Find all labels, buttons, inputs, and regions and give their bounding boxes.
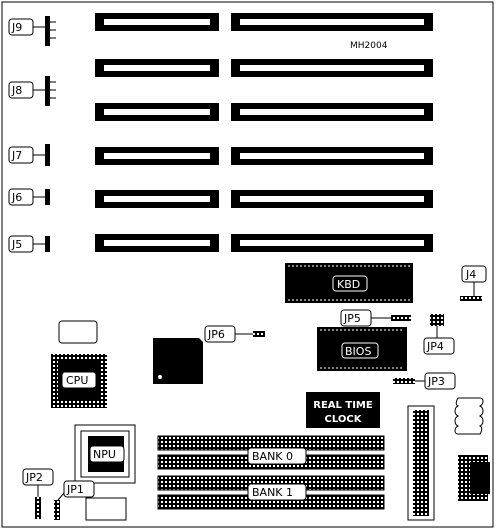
svg-text:J7: J7 bbox=[11, 149, 22, 162]
svg-text:REAL TIME: REAL TIME bbox=[313, 400, 373, 411]
svg-text:J8: J8 bbox=[11, 84, 22, 97]
svg-text:J4: J4 bbox=[465, 268, 476, 281]
slot-row-1 bbox=[95, 13, 433, 31]
svg-text:JP2: JP2 bbox=[25, 471, 43, 484]
svg-text:KBD: KBD bbox=[337, 278, 360, 291]
jumper-j7: J7 bbox=[8, 144, 50, 166]
svg-text:BIOS: BIOS bbox=[345, 345, 371, 358]
svg-text:J6: J6 bbox=[11, 191, 22, 204]
svg-text:J9: J9 bbox=[11, 21, 22, 34]
jumper-jp3: JP3 bbox=[393, 372, 456, 390]
jumper-jp5: JP5 bbox=[340, 309, 411, 327]
jumper-jp6: JP6 bbox=[204, 325, 265, 343]
slot-row-6 bbox=[95, 234, 433, 252]
svg-text:JP4: JP4 bbox=[426, 340, 444, 353]
slot-row-3 bbox=[95, 103, 433, 121]
memory-bank-1: BANK 1 bbox=[157, 475, 385, 510]
svg-text:CLOCK: CLOCK bbox=[325, 414, 363, 425]
svg-text:JP5: JP5 bbox=[343, 312, 361, 325]
board-id: MH2004 bbox=[350, 41, 388, 51]
svg-text:JP6: JP6 bbox=[207, 328, 225, 341]
kbd-chip: KBD bbox=[285, 263, 413, 303]
expansion-slots bbox=[95, 13, 433, 252]
slot-row-4 bbox=[95, 147, 433, 165]
memory-bank-0: BANK 0 bbox=[157, 435, 385, 470]
small-component bbox=[85, 497, 127, 521]
svg-text:JP3: JP3 bbox=[427, 375, 445, 388]
jumper-j5: J5 bbox=[8, 235, 50, 253]
jumper-jp2: JP2 bbox=[22, 468, 54, 519]
jumper-j9: J9 bbox=[8, 16, 56, 46]
svg-text:JP1: JP1 bbox=[66, 483, 84, 496]
jumper-jp4: JP4 bbox=[423, 314, 455, 355]
controller-chip bbox=[153, 338, 203, 384]
keyboard-connector bbox=[458, 455, 490, 501]
real-time-clock-chip: REAL TIME CLOCK bbox=[306, 392, 380, 428]
jumper-j8: J8 bbox=[8, 76, 56, 106]
svg-text:J5: J5 bbox=[11, 238, 22, 251]
svg-text:BANK 1: BANK 1 bbox=[252, 486, 293, 499]
jumper-j6: J6 bbox=[8, 188, 50, 206]
svg-text:NPU: NPU bbox=[93, 448, 116, 461]
crystal-oscillator bbox=[58, 320, 98, 344]
power-connector bbox=[407, 405, 435, 521]
bios-chip: BIOS bbox=[317, 327, 407, 371]
cpu-chip: CPU bbox=[51, 354, 107, 408]
slot-row-5 bbox=[95, 190, 433, 208]
npu-socket: NPU bbox=[74, 424, 136, 484]
jumper-j4: J4 bbox=[460, 265, 487, 301]
battery bbox=[454, 397, 484, 435]
svg-text:CPU: CPU bbox=[66, 374, 88, 387]
svg-text:BANK 0: BANK 0 bbox=[252, 450, 293, 463]
slot-row-2 bbox=[95, 59, 433, 77]
jumper-jp1: JP1 bbox=[54, 480, 95, 520]
